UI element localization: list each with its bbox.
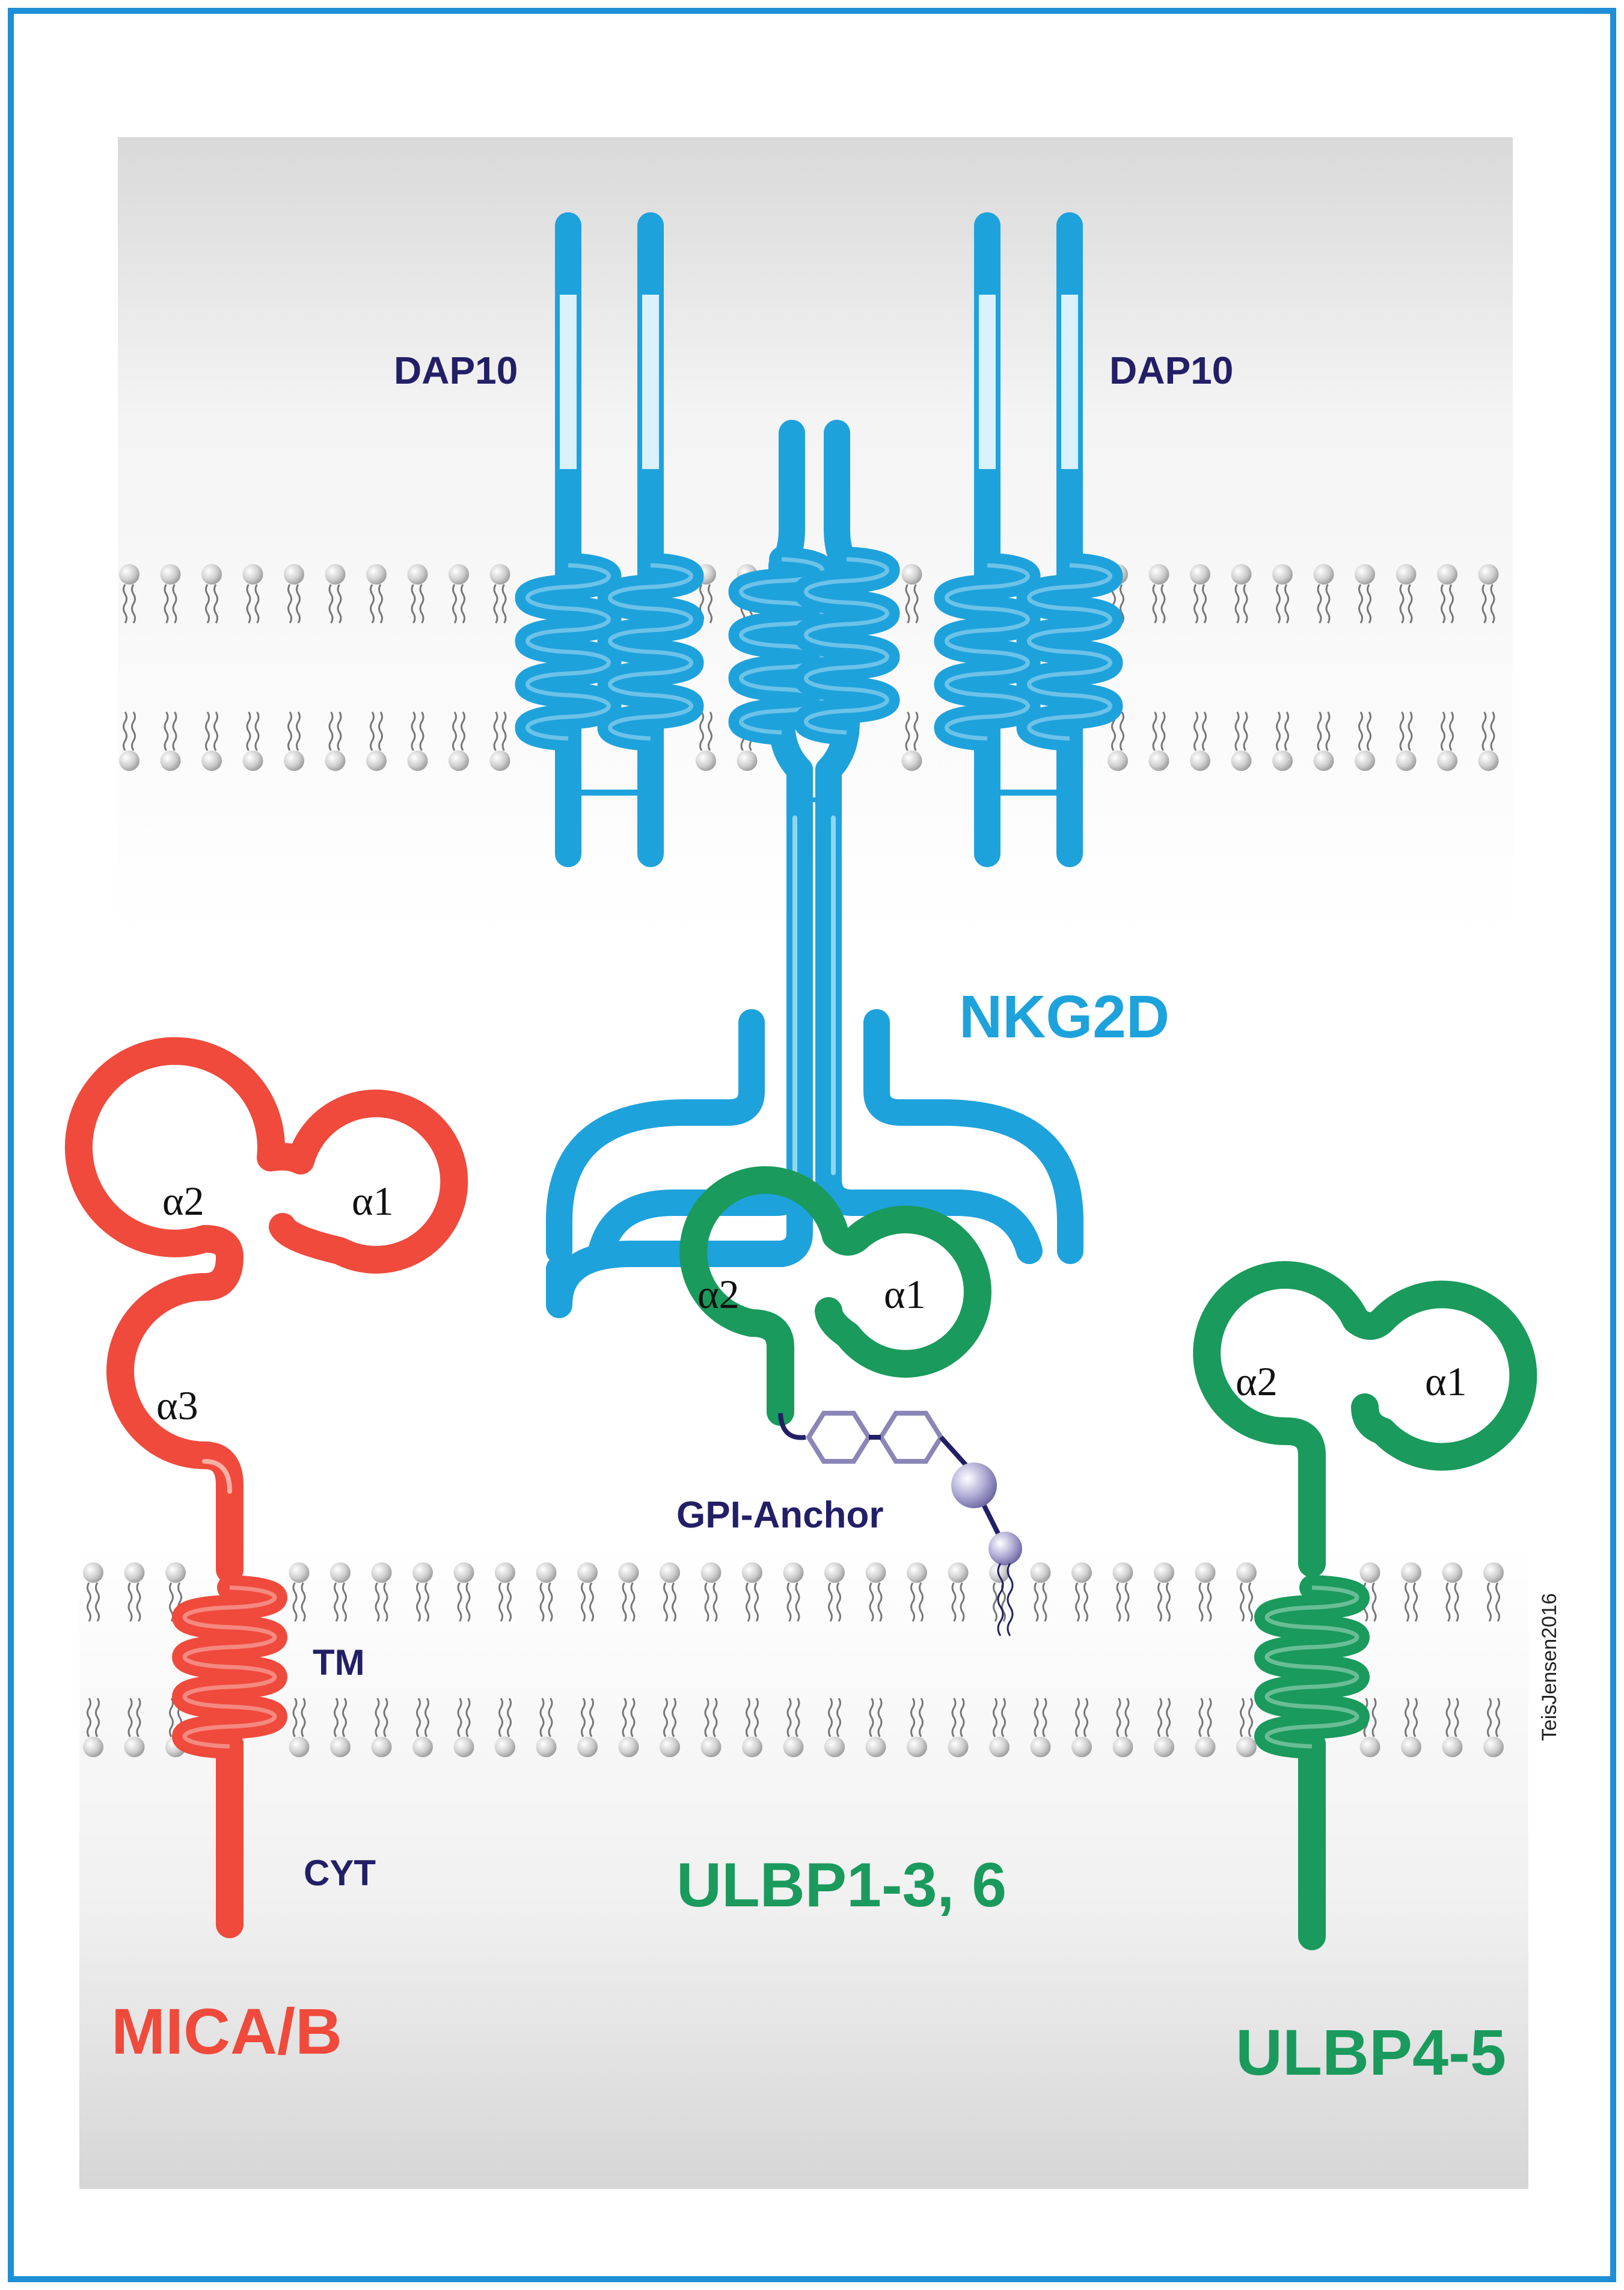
helix-coil — [515, 553, 622, 751]
helix-coil — [597, 553, 704, 751]
ulbp4-5-ligand — [1193, 1261, 1537, 1950]
ulbp13-alpha2-label: α2 — [697, 1271, 740, 1317]
helix-highlight — [182, 1585, 277, 1749]
dap10-helix — [1016, 553, 1123, 751]
helix-coil — [1254, 1575, 1370, 1759]
dap10-helix — [934, 553, 1041, 751]
helix-highlight — [526, 563, 611, 741]
credit-label: TeisJensen2016 — [1538, 1593, 1561, 1741]
mica-alpha1-label: α1 — [352, 1178, 394, 1224]
ulbp45-alpha2-label: α2 — [1236, 1358, 1278, 1404]
ulbp1-3-6-label: ULBP1-3, 6 — [676, 1850, 1007, 1920]
dap10-left-label: DAP10 — [394, 349, 518, 392]
nkg2d-label: NKG2D — [959, 983, 1169, 1051]
ulbp45-alpha1-label: α1 — [1425, 1358, 1467, 1404]
helix-coil — [1016, 553, 1123, 751]
mica-alpha2-label: α2 — [162, 1178, 204, 1224]
dap10-helix — [597, 553, 704, 751]
mica-b-label: MICA/B — [111, 1995, 342, 2067]
nkg2d-helix — [793, 547, 900, 745]
gpi-anchor-label: GPI-Anchor — [676, 1494, 883, 1536]
mica-b-ligand — [64, 1037, 468, 1938]
helix-highlight — [945, 563, 1030, 741]
tm-label: TM — [313, 1642, 365, 1683]
ulbp4-5-label: ULBP4-5 — [1236, 2016, 1506, 2089]
mica-alpha3-label: α3 — [156, 1383, 198, 1428]
ulbp45-helix — [1254, 1575, 1370, 1759]
mica-helix — [172, 1575, 287, 1759]
ulbp1-3-6-ligand — [679, 1166, 991, 1426]
helix-highlight — [608, 563, 693, 741]
helix-coil — [793, 547, 900, 745]
helix-coil — [934, 553, 1041, 751]
dap10-helix — [515, 553, 622, 751]
helix-highlight — [804, 557, 889, 735]
dap10-right-label: DAP10 — [1109, 349, 1233, 392]
helix-highlight — [1027, 563, 1112, 741]
helix-highlight — [1264, 1585, 1359, 1749]
ulbp13-alpha1-label: α1 — [884, 1271, 926, 1317]
helix-coil — [172, 1575, 287, 1759]
gpi-anchor — [778, 1411, 1022, 1636]
cyt-label: CYT — [304, 1853, 376, 1893]
